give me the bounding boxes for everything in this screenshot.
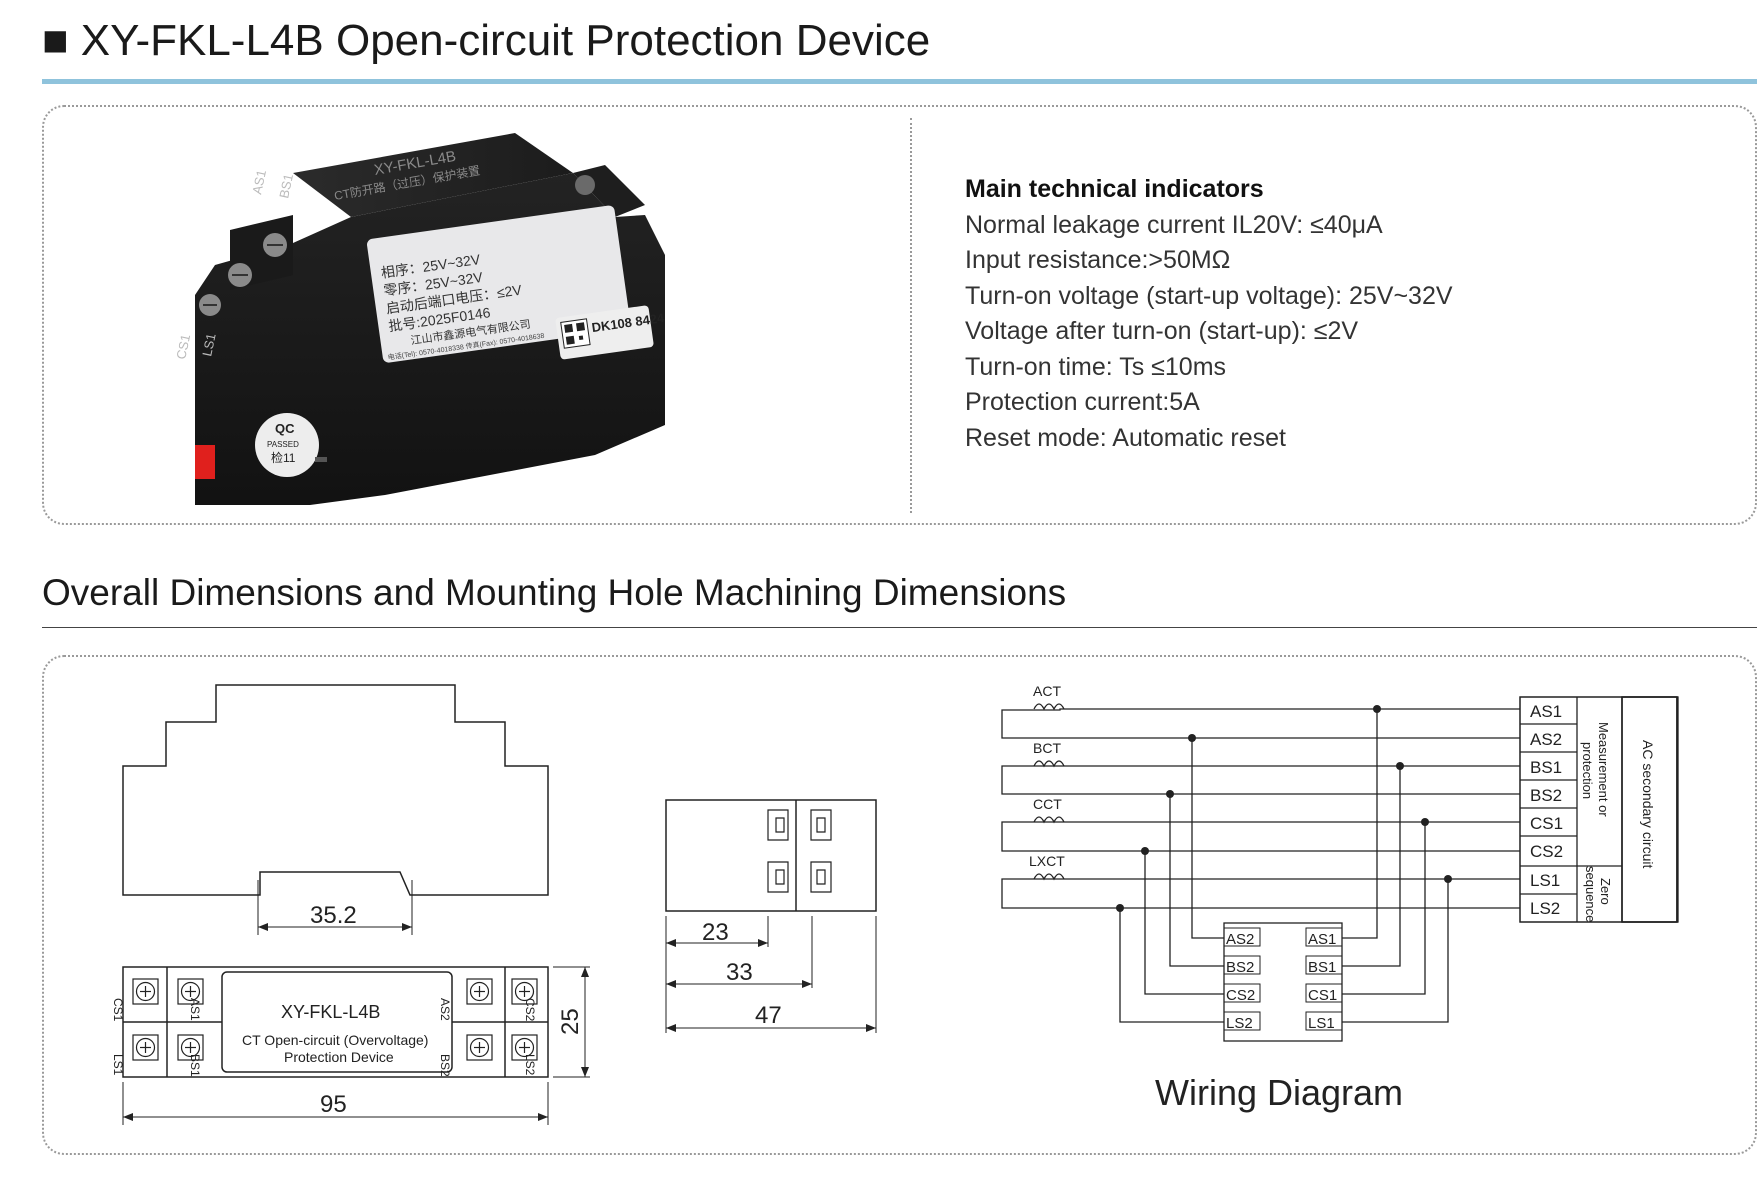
terminal-label-as1: AS1: [249, 168, 269, 195]
front-desc-1: CT Open-circuit (Overvoltage): [242, 1032, 428, 1048]
ct-label: BCT: [1033, 740, 1061, 756]
bus-terminal: CS2: [1530, 842, 1563, 861]
mounting-hole-outline: [665, 799, 877, 912]
front-terminal-label: LS1: [111, 1054, 125, 1076]
bus-terminal: BS1: [1530, 758, 1562, 777]
ct-label: ACT: [1033, 683, 1061, 699]
terminal-screws: [199, 175, 595, 316]
spec-list: Main technical indicators Normal leakage…: [965, 172, 1453, 456]
front-terminal-screws: [132, 978, 538, 1061]
device-terminal: BS1: [1308, 959, 1336, 976]
wiring-title: Wiring Diagram: [1155, 1072, 1403, 1113]
side-profile-outline: [122, 684, 549, 896]
front-terminal-label: CS1: [111, 998, 125, 1022]
terminal-label-cs1: CS1: [175, 333, 193, 361]
dim-47: 47: [755, 1002, 782, 1029]
group-measure-2: protection: [1580, 742, 1595, 799]
ct-label: CCT: [1033, 796, 1062, 812]
dim-33: 33: [726, 959, 753, 986]
bus-terminal: BS2: [1530, 786, 1562, 805]
spec-item: Voltage after turn-on (start-up): ≤2V: [965, 317, 1359, 345]
bus-terminal: LS2: [1530, 899, 1560, 918]
device-terminal: LS1: [1308, 1015, 1335, 1032]
device-terminal: AS2: [1226, 931, 1254, 948]
product-panel-divider: [910, 118, 912, 513]
spec-item: Turn-on time: Ts ≤10ms: [965, 352, 1227, 381]
front-terminal-label: BS1: [188, 1054, 202, 1077]
group-measure-1: Measurement or: [1596, 722, 1611, 817]
device-top-face: [293, 133, 573, 217]
bus-terminal: CS1: [1530, 814, 1563, 833]
dim-height: 25: [557, 1008, 584, 1035]
qc-badge: QC PASSED 检11: [255, 413, 319, 477]
terminal-label-bs1: BS1: [276, 172, 296, 199]
bus-terminal: AS2: [1530, 730, 1562, 749]
group-zero-1: Zero: [1598, 878, 1613, 905]
mounting-slots: [767, 809, 832, 893]
wiring-lines: [1001, 696, 1679, 1042]
front-terminal-label: LS2: [523, 1054, 537, 1076]
dim-length: 95: [320, 1091, 347, 1118]
dim-rail-width: 35.2: [310, 902, 357, 929]
front-terminal-label: CS2: [523, 998, 537, 1022]
bus-terminal: AS1: [1530, 702, 1562, 721]
bus-terminal: LS1: [1530, 871, 1560, 890]
front-desc-2: Protection Device: [284, 1049, 394, 1065]
device-terminal: LS2: [1226, 1015, 1253, 1032]
spec-item: Reset mode: Automatic reset: [965, 423, 1286, 452]
svg-text:PASSED: PASSED: [267, 440, 299, 449]
svg-text:QC: QC: [275, 421, 295, 436]
spec-heading: Main technical indicators: [965, 175, 1264, 203]
ac-secondary-label: AC secondary circuit: [1640, 740, 1656, 868]
product-photo: XY-FKL-L4B CT防开路（过压）保护装置 AS1 BS1 CS1 LS1…: [175, 133, 666, 505]
wiring-junctions: [1116, 705, 1452, 912]
group-zero-2: sequence: [1583, 866, 1598, 922]
spec-item: Input resistance:>50MΩ: [965, 246, 1231, 274]
spec-item: Protection current:5A: [965, 388, 1200, 416]
svg-text:检11: 检11: [271, 450, 296, 465]
title-divider: [42, 79, 1757, 84]
dim-23: 23: [702, 919, 729, 946]
front-model: XY-FKL-L4B: [281, 1002, 380, 1022]
spec-item: Normal leakage current IL20V: ≤40μA: [965, 210, 1383, 239]
front-terminal-label: AS2: [438, 998, 452, 1021]
page-title: ■ XY-FKL-L4B Open-circuit Protection Dev…: [42, 16, 931, 65]
ct-label: LXCT: [1029, 853, 1065, 869]
device-terminal: CS2: [1226, 987, 1255, 1004]
device-terminal: BS2: [1226, 959, 1254, 976]
section-divider: [42, 627, 1757, 628]
din-clip: [195, 445, 215, 479]
dimensions-panel: [42, 655, 1757, 1155]
front-terminal-label: AS1: [188, 998, 202, 1021]
device-terminal: CS1: [1308, 987, 1337, 1004]
device-terminal: AS1: [1308, 931, 1336, 948]
front-terminal-label: BS2: [438, 1054, 452, 1077]
product-panel: [42, 105, 1757, 525]
spec-item: Turn-on voltage (start-up voltage): 25V~…: [965, 281, 1453, 310]
terminal-label-ls1: LS1: [199, 332, 218, 358]
section-title: Overall Dimensions and Mounting Hole Mac…: [42, 572, 1067, 613]
